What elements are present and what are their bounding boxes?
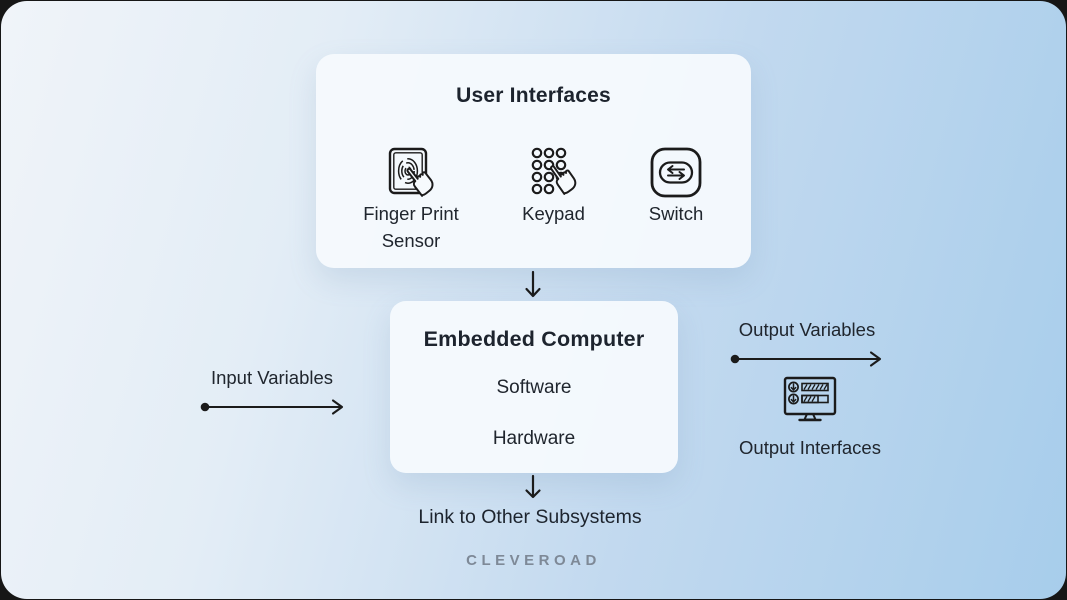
software-layer: Software [496,377,572,398]
keypad-item: Keypad [494,144,614,254]
embedded-computer-title: Embedded Computer [423,327,645,351]
keypad-label: Keypad [522,203,585,224]
finger-print-sensor-label: Finger Print Sensor [363,203,459,251]
finger-print-sensor-item: Finger Print Sensor [336,144,486,254]
arrow-down-to-embedded [522,270,544,300]
input-variables-label: Input Variables [210,367,334,388]
output-monitor-icon [780,374,840,426]
embedded-computer-card: Embedded Computer Software Hardware [390,301,678,473]
user-interfaces-title: User Interfaces [456,84,611,107]
output-variables-label: Output Variables [738,319,876,340]
output-variables-arrow [729,349,887,369]
switch-item: Switch [621,144,731,254]
hardware-layer: Hardware [492,428,576,449]
fingerprint-sensor-icon [383,144,439,200]
output-interfaces-label: Output Interfaces [739,437,881,458]
switch-label: Switch [648,203,704,224]
user-interfaces-card: User Interfaces Finger Print Sens [316,54,751,268]
cleveroad-logo-text: CLEVEROAD [466,552,601,569]
link-to-subsystems-label: Link to Other Subsystems [418,506,642,528]
input-variables-arrow [199,397,349,417]
arrow-down-to-subsystems [522,474,544,502]
switch-icon [649,144,703,200]
keypad-icon [526,144,582,200]
user-interfaces-items: Finger Print Sensor [316,144,751,254]
